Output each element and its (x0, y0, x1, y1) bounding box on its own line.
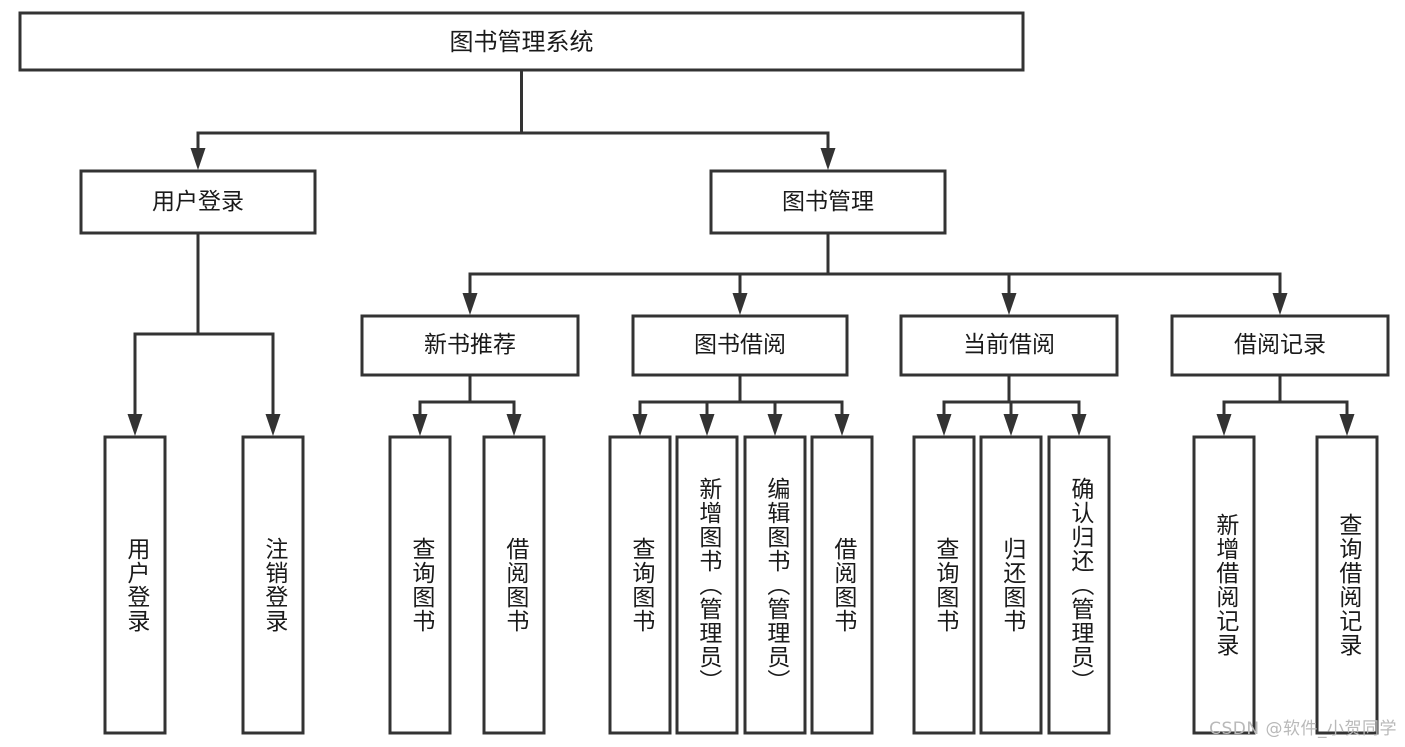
node-box-book-borrow[interactable] (631, 314, 849, 377)
arrow-head-icon (1272, 293, 1288, 315)
arrow-head-icon (1003, 414, 1019, 436)
arrow-head-icon (127, 414, 143, 436)
node-box-borrow-record[interactable] (1170, 314, 1390, 377)
node-box-leaf-user-login[interactable] (103, 435, 167, 735)
arrow-head-icon (190, 148, 206, 170)
arrow-head-icon (412, 414, 428, 436)
arrow-head-icon (820, 148, 836, 170)
arrow-head-icon (1339, 414, 1355, 436)
edge-group-root (190, 68, 836, 170)
node-box-new-book-recommend[interactable] (360, 314, 580, 377)
node-box-leaf-query-book-3[interactable] (912, 435, 976, 735)
node-box-leaf-query-book-1[interactable] (388, 435, 452, 735)
node-box-leaf-logout-login[interactable] (241, 435, 305, 735)
arrow-head-icon (265, 414, 281, 436)
node-box-leaf-borrow-book-1[interactable] (482, 435, 546, 735)
arrow-head-icon (936, 414, 952, 436)
edge-group-borrow-record (1216, 373, 1355, 436)
arrow-head-icon (1001, 293, 1017, 315)
arrow-head-icon (834, 414, 850, 436)
edge-group-book-borrow (632, 373, 850, 436)
watermark-text: CSDN @软件_小贺同学 (1209, 719, 1397, 739)
node-box-current-borrow[interactable] (899, 314, 1119, 377)
node-box-leaf-return-book[interactable] (979, 435, 1043, 735)
node-box-root[interactable] (18, 11, 1025, 72)
node-box-leaf-confirm-return-admin[interactable] (1047, 435, 1111, 735)
arrow-head-icon (1071, 414, 1087, 436)
node-box-book-management[interactable] (709, 169, 947, 235)
arrow-head-icon (632, 414, 648, 436)
arrow-head-icon (699, 414, 715, 436)
node-box-leaf-edit-book-admin[interactable] (743, 435, 807, 735)
node-box-leaf-query-borrow-record[interactable] (1315, 435, 1379, 735)
arrow-head-icon (506, 414, 522, 436)
edge-group-book-management (462, 231, 1288, 315)
arrow-head-icon (732, 293, 748, 315)
edge-group-user-login (127, 231, 281, 436)
node-box-user-login[interactable] (79, 169, 317, 235)
arrow-head-icon (767, 414, 783, 436)
node-box-leaf-add-borrow-record[interactable] (1192, 435, 1256, 735)
edge-group-new-book-recommend (412, 373, 522, 436)
node-box-leaf-query-book-2[interactable] (608, 435, 672, 735)
edge-group-current-borrow (936, 373, 1087, 436)
node-box-leaf-borrow-book-2[interactable] (810, 435, 874, 735)
arrow-head-icon (462, 293, 478, 315)
node-box-leaf-add-book-admin[interactable] (675, 435, 739, 735)
arrow-head-icon (1216, 414, 1232, 436)
